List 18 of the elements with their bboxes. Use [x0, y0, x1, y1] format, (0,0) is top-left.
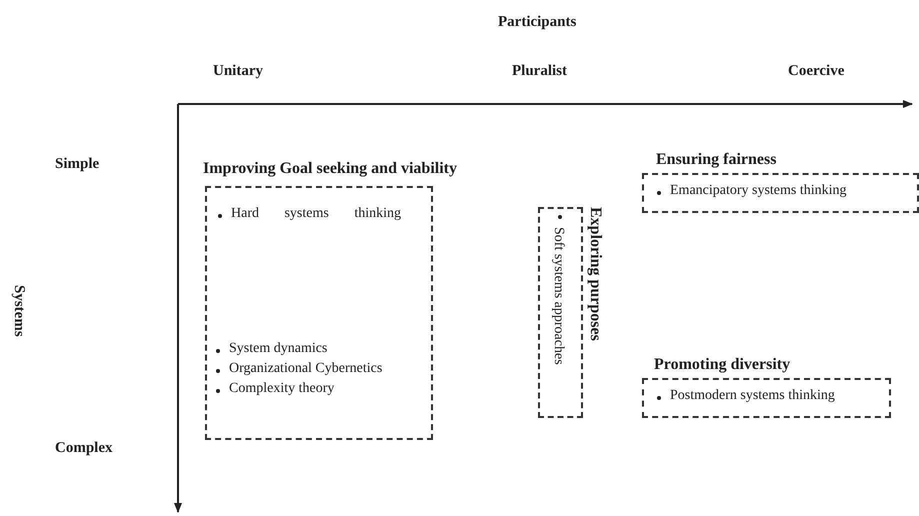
bullet-item: System dynamics	[213, 341, 328, 357]
row-heading: Simple	[55, 156, 100, 173]
column-heading: Coercive	[788, 63, 844, 80]
bullet-item: Complexity theory	[213, 381, 334, 397]
axis-title: Systems	[10, 285, 27, 337]
bullet-item: Emancipatory systems thinking	[654, 183, 847, 199]
bullet-item: Postmodern systems thinking	[654, 388, 835, 404]
bullet-item: Organizational Cybernetics	[213, 361, 382, 377]
category-heading: Exploring purposes	[586, 207, 604, 341]
column-heading: Pluralist	[512, 63, 567, 80]
category-heading: Improving Goal seeking and viability	[203, 160, 457, 178]
row-heading: Complex	[55, 440, 112, 457]
category-heading: Ensuring fairness	[656, 151, 776, 169]
bullet-item: Hard systems thinking	[215, 206, 401, 222]
bullet-item: Soft systems approaches	[550, 213, 566, 365]
category-heading: Promoting diversity	[654, 356, 790, 374]
column-heading: Unitary	[213, 63, 263, 80]
axis-title: Participants	[498, 14, 576, 31]
